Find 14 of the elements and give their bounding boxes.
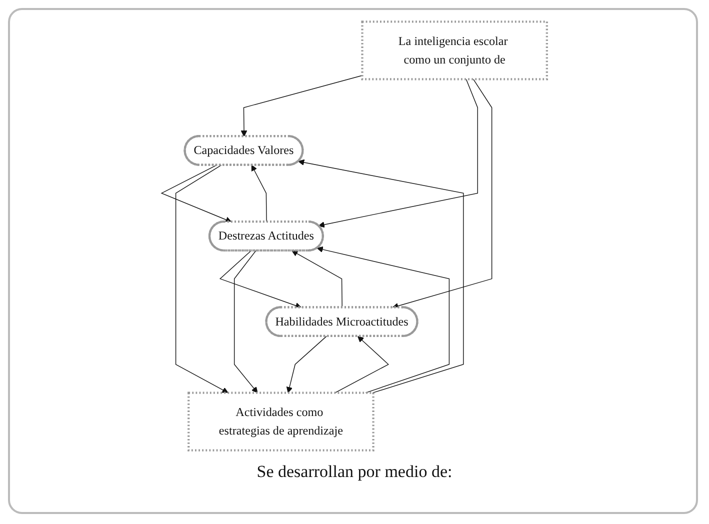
arrow bbox=[234, 250, 258, 394]
arrow bbox=[252, 164, 268, 222]
arrow bbox=[160, 164, 232, 223]
node-box: La inteligencia escolar como un conjunto de bbox=[361, 20, 548, 80]
arrow bbox=[334, 336, 390, 394]
arrow bbox=[318, 78, 478, 228]
arrow bbox=[317, 246, 450, 394]
arrow bbox=[241, 75, 363, 137]
note-text: Se desarrollan por medio de: bbox=[256, 462, 452, 482]
arrow bbox=[298, 159, 464, 394]
arrow bbox=[292, 250, 343, 308]
arrow bbox=[176, 164, 229, 394]
arrow bbox=[286, 336, 328, 394]
node-box: Actividades como estrategias de aprendizaje bbox=[188, 392, 375, 452]
